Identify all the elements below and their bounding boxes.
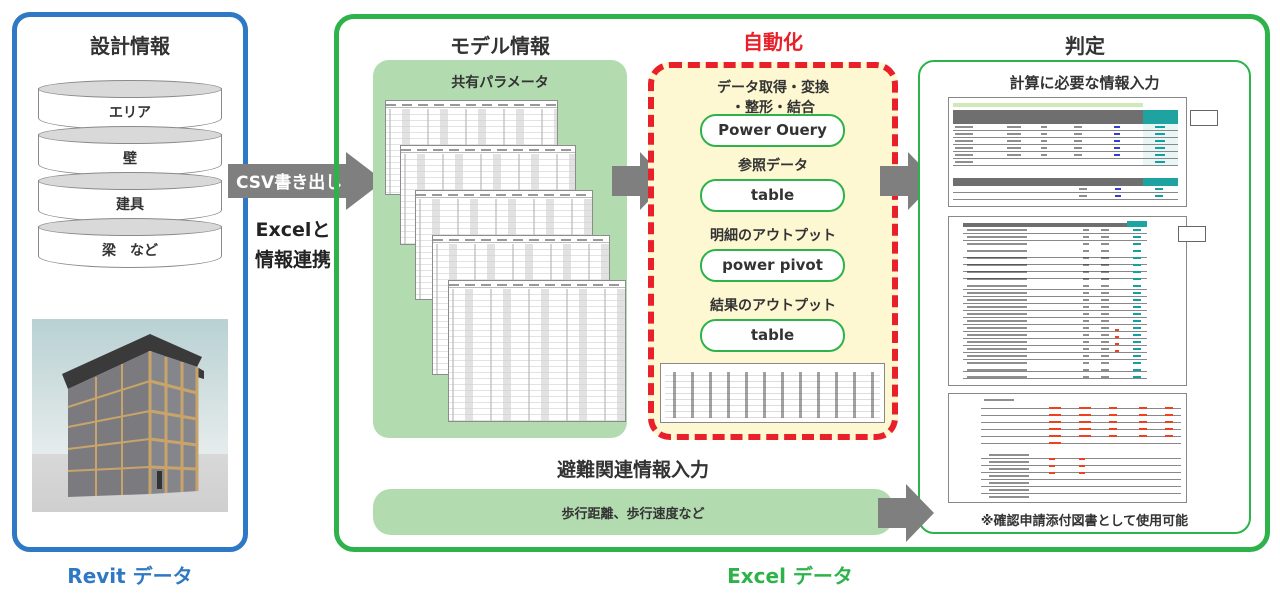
db-layer-fittings: 建具 [38,172,222,224]
excel-link-line1: Excelと [255,219,331,241]
legend-box-thumbnail [1190,110,1218,126]
result-table-thumbnail [660,363,885,423]
reference-table-pill: table [700,179,845,212]
db-layer-area: エリア [38,80,222,132]
power-query-pill: Power Ouery [700,114,845,147]
csv-export-label: CSV書き出し [236,173,343,193]
judgement-title: 判定 [1065,34,1105,58]
calc-input-sheet-thumbnail [948,97,1187,207]
model-info-title: モデル情報 [450,34,550,58]
calc-info-input-title: 計算に必要な情報入力 [1009,74,1160,92]
flow-arrow-icon [878,484,934,542]
excel-data-label: Excel データ [727,564,853,588]
building-illustration [62,334,204,497]
evacuation-calc-sheet-thumbnail [948,393,1187,503]
db-layer-wall: 壁 [38,126,222,178]
shared-parameters-title: 共有パラメータ [451,75,549,91]
automation-step-label: 結果のアウトプット [710,298,836,314]
db-layer-label: 建具 [116,197,144,213]
db-layer-label: 壁 [123,151,137,167]
db-layer-beam: 梁 など [38,218,222,270]
step-label-line2: ・整形・結合 [731,100,815,116]
revit-data-label: Revit データ [67,564,193,588]
excel-data-container [334,14,1270,552]
csv-export-arrow-icon [228,152,384,210]
spreadsheet-thumbnail [448,280,626,422]
excel-link-label: Excelと 情報連携 [238,215,348,275]
confirmation-application-note: ※確認申請添付図書として使用可能 [980,514,1189,529]
automation-step-label: データ取得・変換 ・整形・結合 [648,78,898,118]
automation-title: 自動化 [743,30,803,54]
building-model-image [32,319,228,512]
db-layer-label: 梁 など [102,243,158,259]
legend-box-thumbnail [1178,226,1206,242]
automation-step-label: 明細のアウトプット [710,228,836,244]
excel-link-line2: 情報連携 [254,249,331,271]
calc-detail-sheet-thumbnail [948,216,1187,386]
result-table-pill: table [700,319,845,352]
power-pivot-pill: power pivot [700,249,845,282]
step-label-line1: データ取得・変換 [717,80,829,96]
evacuation-info-detail: 歩行距離、歩行速度など [561,507,705,522]
evacuation-info-title: 避難関連情報入力 [556,459,709,481]
design-info-title: 設計情報 [90,34,170,58]
automation-step-label: 参照データ [738,158,808,174]
evacuation-info-bar [373,489,893,535]
db-layer-label: エリア [109,105,151,121]
